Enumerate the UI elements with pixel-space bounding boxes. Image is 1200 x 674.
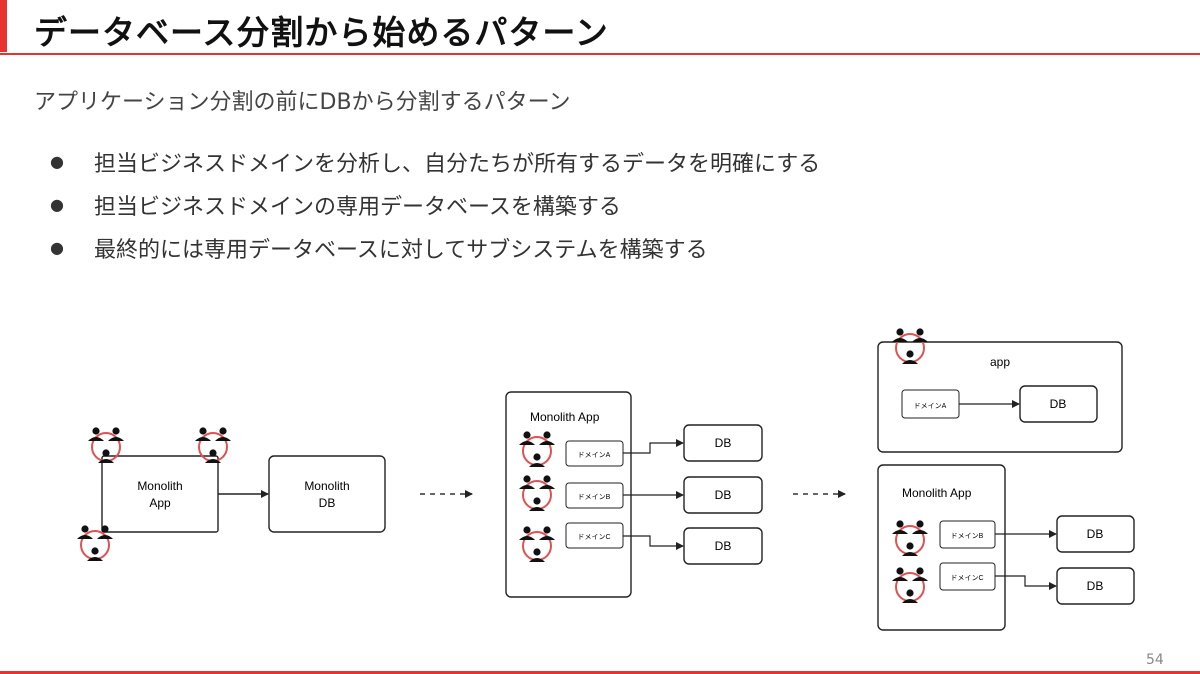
- team-icon: [76, 524, 114, 562]
- monolith-db-label: DB: [319, 496, 336, 510]
- domain-label: ドメインA: [914, 403, 947, 410]
- domain-label: ドメインB: [578, 494, 611, 501]
- bullet-dot-icon: ●: [50, 152, 64, 171]
- stage2-group: Monolith App ドメインA ドメインB ドメインC DB DB DB: [505, 391, 763, 598]
- bullet-text: 担当ビジネスドメインを分析し、自分たちが所有するデータを明確にする: [94, 151, 821, 177]
- db-box: [1019, 385, 1098, 423]
- db-box: [683, 527, 763, 565]
- bullet-item: ● 担当ビジネスドメインを分析し、自分たちが所有するデータを明確にする: [50, 140, 820, 183]
- monolith-db-label: Monolith: [304, 479, 349, 493]
- domain-label: ドメインA: [578, 452, 611, 459]
- db-label: DB: [715, 488, 732, 502]
- arrow-icon: [623, 535, 684, 550]
- app-title: app: [990, 355, 1010, 369]
- slide-title: データベース分割から始めるパターン: [34, 13, 609, 52]
- db-label: DB: [715, 436, 732, 450]
- domain-label: ドメインC: [950, 575, 983, 582]
- bullet-list: ● 担当ビジネスドメインを分析し、自分たちが所有するデータを明確にする ● 担当ビジ…: [50, 140, 820, 269]
- page-number: 54: [1146, 652, 1164, 668]
- title-divider: [0, 53, 1200, 55]
- bullet-item: ● 担当ビジネスドメインの専用データベースを構築する: [50, 183, 820, 226]
- stage1-group: Monolith App Monolith DB: [76, 426, 386, 562]
- db-box: [683, 476, 763, 514]
- bullet-item: ● 最終的には専用データベースに対してサブシステムを構築する: [50, 226, 820, 269]
- monolith-app-title: Monolith App: [530, 410, 600, 424]
- db-box: [683, 424, 763, 462]
- arrow-icon: [995, 575, 1057, 590]
- domain-label: ドメインC: [577, 534, 610, 541]
- db-box: [1056, 515, 1135, 553]
- bullet-dot-icon: ●: [50, 238, 64, 257]
- slide-subtitle: アプリケーション分割の前にDBから分割するパターン: [34, 90, 571, 115]
- bullet-text: 最終的には専用データベースに対してサブシステムを構築する: [94, 237, 708, 263]
- title-accent-bar: [0, 0, 7, 52]
- app-container: [877, 341, 1123, 453]
- bullet-dot-icon: ●: [50, 195, 64, 214]
- monolith-app-title: Monolith App: [902, 486, 972, 500]
- domain-label: ドメインB: [951, 533, 984, 540]
- monolith-app-box: [101, 455, 219, 533]
- db-box: [1056, 567, 1135, 605]
- monolith-app-label: Monolith: [137, 479, 182, 493]
- db-label: DB: [1087, 527, 1104, 541]
- monolith-db-box: [268, 455, 386, 533]
- bullet-text: 担当ビジネスドメインの専用データベースを構築する: [94, 194, 621, 220]
- db-label: DB: [1050, 397, 1067, 411]
- db-label: DB: [1087, 579, 1104, 593]
- db-label: DB: [715, 539, 732, 553]
- monolith-app-label: App: [149, 496, 171, 510]
- stage3-group: app ドメインA DB Monolith App ドメインB ドメインC DB…: [877, 327, 1135, 631]
- arrow-icon: [623, 439, 684, 454]
- footer-divider: [0, 671, 1200, 674]
